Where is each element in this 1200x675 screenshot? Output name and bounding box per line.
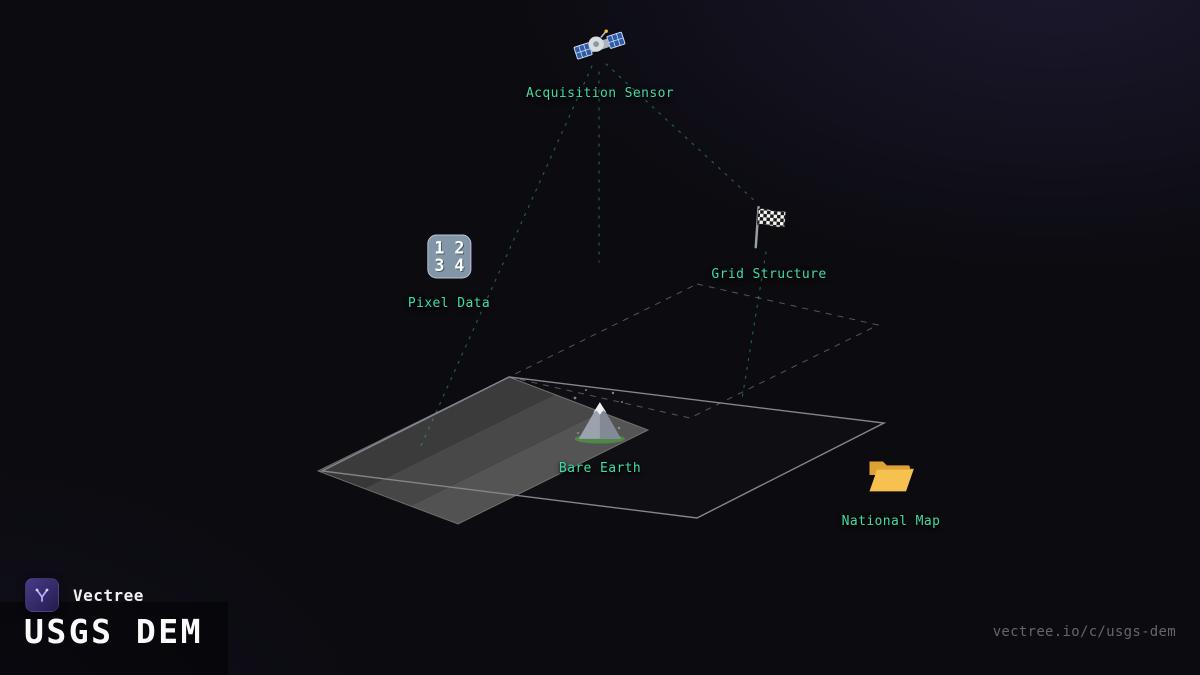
- sensor-ray-left: [419, 65, 593, 449]
- node-bare-earth: Bare Earth: [559, 398, 641, 476]
- vectree-logo-icon: [25, 578, 59, 612]
- node-label-bare-earth: Bare Earth: [558, 461, 642, 476]
- mountain-icon: [574, 402, 626, 444]
- node-label-grid-structure: Grid Structure: [711, 267, 827, 282]
- grid-diamond-outline: [507, 283, 880, 419]
- node-national-map: National Map: [842, 452, 941, 529]
- svg-text:1 2: 1 2: [435, 240, 465, 259]
- node-grid-structure: Grid Structure: [711, 204, 826, 282]
- checkered-flag-icon: [754, 205, 787, 249]
- brand-name: Vectree: [73, 585, 144, 605]
- mountain-sparkle-dots: [573, 389, 623, 434]
- svg-text:3 4: 3 4: [435, 257, 465, 276]
- sensor-ray-flag-down: [741, 251, 767, 400]
- page-title: USGS DEM: [24, 612, 203, 651]
- sensor-rays: [419, 63, 767, 449]
- numeric-keypad-icon: 1 2 3 4 1 2 3 4: [426, 234, 472, 279]
- satellite-icon: [573, 29, 626, 60]
- footer-url: vectree.io/c/usgs-dem: [992, 624, 1176, 640]
- ground-plane-outline: [319, 376, 887, 519]
- node-label-pixel-data: Pixel Data: [407, 296, 491, 311]
- brand-row: Vectree: [25, 578, 144, 612]
- svg-text:3 4: 3 4: [434, 256, 464, 275]
- terrain-strip-dark: [318, 377, 555, 489]
- terrain-strip-mid: [364, 394, 601, 506]
- title-backdrop: [0, 602, 228, 675]
- node-label-national-map: National Map: [841, 514, 941, 529]
- open-folder-icon: [869, 461, 915, 492]
- svg-text:1 2: 1 2: [434, 239, 464, 258]
- node-acquisition-sensor: Acquisition Sensor: [526, 24, 674, 101]
- node-pixel-data: 1 2 3 4 1 2 3 4 Pixel Data: [408, 233, 490, 311]
- node-label-acquisition-sensor: Acquisition Sensor: [525, 86, 675, 101]
